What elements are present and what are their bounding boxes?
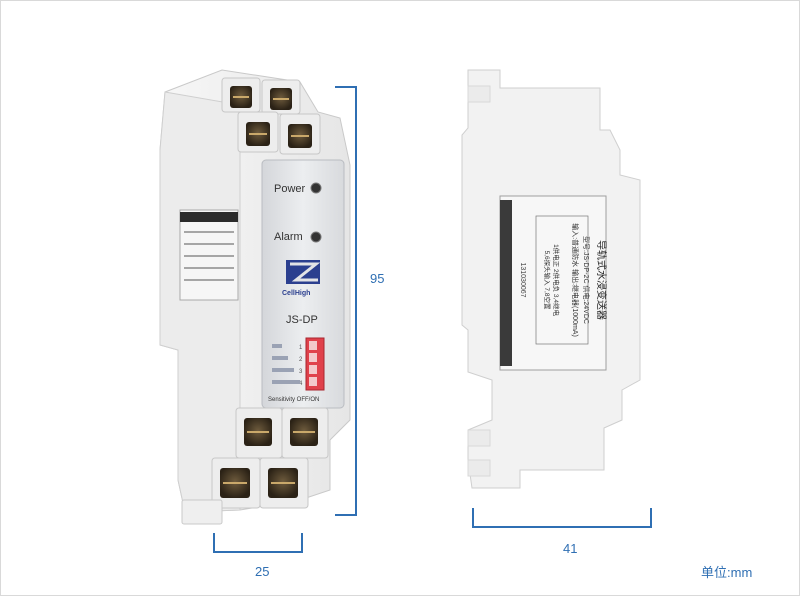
dip-number-3: 3 xyxy=(299,369,303,375)
power-label: Power xyxy=(274,183,306,195)
dip-caption: Sensitivity OFF/ON xyxy=(268,397,319,403)
brand-logo xyxy=(286,260,321,284)
side-width-label: 41 xyxy=(563,541,578,556)
power-led xyxy=(310,182,322,194)
front-width-label: 25 xyxy=(255,564,270,579)
side-device: 导轨式水浸变送器 型号:JS-DP-2C 供电:24VDC 输入:普通防水 输出… xyxy=(461,69,641,489)
alarm-led xyxy=(310,231,322,243)
front-width-tick-right xyxy=(301,533,303,553)
top-screw-2 xyxy=(270,88,292,110)
dip-switch[interactable] xyxy=(305,337,325,391)
serial-number: 131030067 xyxy=(519,262,526,297)
label-title: 导轨式水浸变送器 xyxy=(595,240,608,320)
dip-number-2: 2 xyxy=(299,357,303,363)
side-width-tick-left xyxy=(472,508,474,528)
model-label: JS-DP xyxy=(286,314,318,326)
top-screw-3 xyxy=(246,122,270,146)
side-width-tick-right xyxy=(650,508,652,528)
dip-number-1: 1 xyxy=(299,345,303,351)
height-dimension-tick-top xyxy=(335,86,357,88)
height-dimension-line xyxy=(355,86,357,516)
top-screw-1 xyxy=(230,86,252,108)
front-width-dimension-line xyxy=(213,551,303,553)
top-screw-4 xyxy=(288,124,312,148)
bottom-screw-4 xyxy=(268,468,298,498)
sensitivity-bars xyxy=(272,344,300,384)
height-dimension-label: 95 xyxy=(370,271,385,286)
brand-name: CellHigh xyxy=(282,290,310,297)
label-line-1: 型号:JS-DP-2C 供电:24VDC xyxy=(582,236,591,324)
label-line-4: 5,6探头输入 7,8空置 xyxy=(543,251,552,310)
dip-number-4: 4 xyxy=(299,381,303,387)
alarm-label: Alarm xyxy=(274,231,303,243)
front-device: Power Alarm CellHigh JS-DP 1 2 3 4 Sensi… xyxy=(159,69,351,525)
unit-label: 单位:mm xyxy=(701,565,753,580)
front-width-tick-left xyxy=(213,533,215,553)
label-line-2: 输入:普通防水 输出:继电器(1000mA) xyxy=(571,223,580,337)
bottom-screw-1 xyxy=(244,418,272,446)
bottom-screw-3 xyxy=(220,468,250,498)
label-line-3: 1供电正 2供电负 3,4继电 xyxy=(552,244,561,316)
bottom-screw-2 xyxy=(290,418,318,446)
height-dimension-tick-bottom xyxy=(335,514,357,516)
side-width-dimension-line xyxy=(472,526,652,528)
